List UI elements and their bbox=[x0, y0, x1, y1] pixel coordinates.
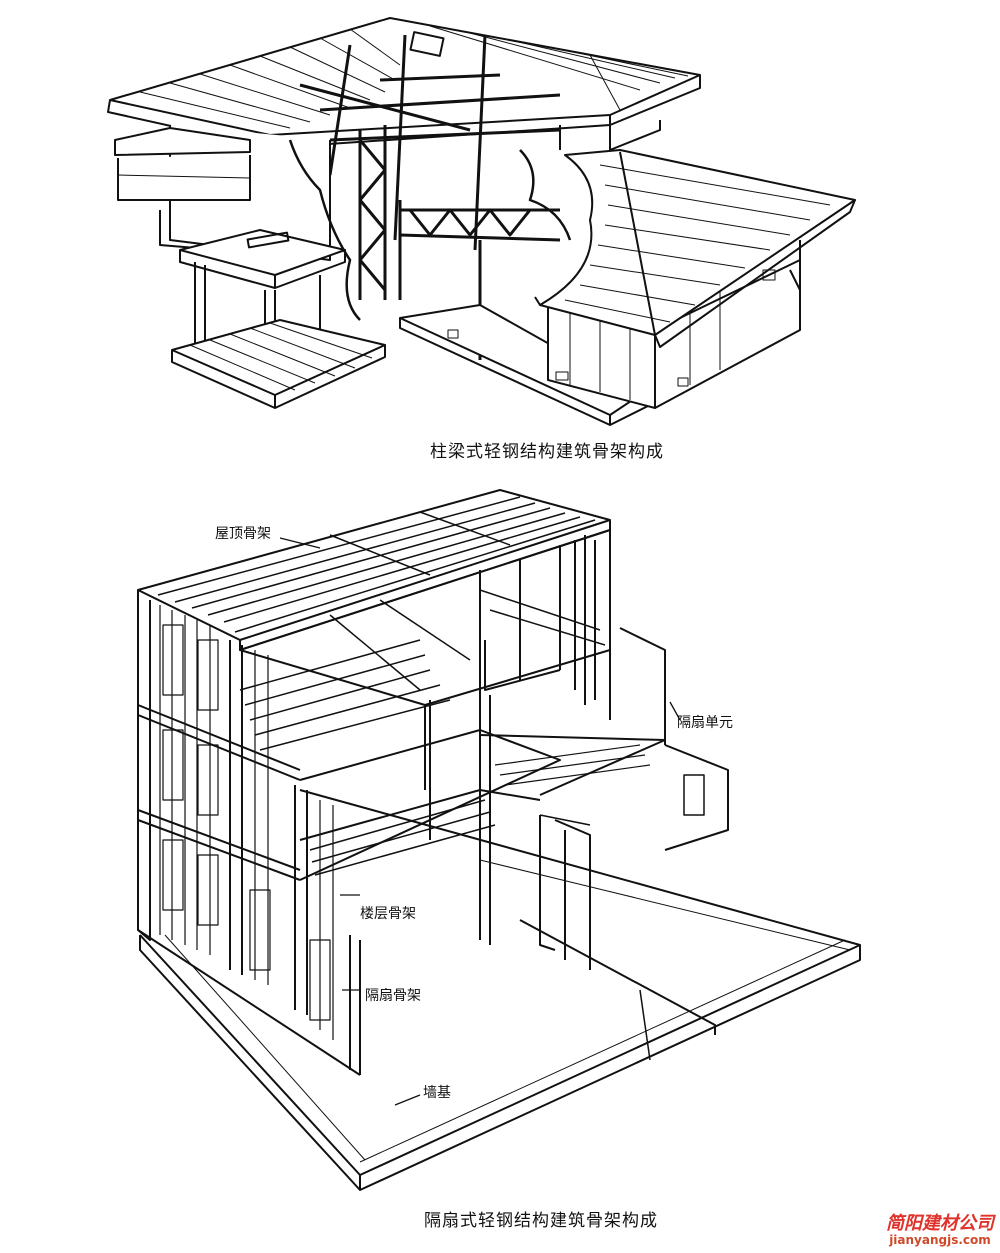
bottom-figure-caption: 隔扇式轻钢结构建筑骨架构成 bbox=[424, 1211, 658, 1231]
floor-joists bbox=[309, 799, 496, 876]
top-figure-caption: 柱梁式轻钢结构建筑骨架构成 bbox=[430, 442, 664, 462]
roof-frame-members bbox=[299, 34, 561, 251]
right-roof-hatching bbox=[564, 151, 831, 336]
roof-joists bbox=[157, 496, 596, 633]
wall-openings bbox=[162, 624, 331, 1021]
upper-floor-joists bbox=[239, 589, 606, 751]
right-wall-panels bbox=[569, 290, 721, 400]
left-wall-studs bbox=[137, 590, 361, 1076]
deck-boards bbox=[189, 322, 373, 391]
label-wall-base: 墙基 bbox=[423, 1085, 451, 1101]
label-roof-frame: 屋顶骨架 bbox=[215, 526, 271, 542]
steel-columns bbox=[358, 125, 561, 360]
callout-leaders bbox=[279, 537, 681, 1106]
site-watermark: 简阳建材公司 jianyangjs.com bbox=[886, 1214, 994, 1247]
post-beam-house-drawing bbox=[107, 17, 856, 426]
label-floor-frame: 楼层骨架 bbox=[360, 906, 416, 922]
label-partition-unit: 隔扇单元 bbox=[677, 715, 733, 731]
watermark-url: jianyangjs.com bbox=[889, 1232, 991, 1247]
partition-frame-drawing bbox=[137, 489, 861, 1191]
label-partition-frame: 隔扇骨架 bbox=[365, 988, 421, 1004]
watermark-name: 简阳建材公司 bbox=[886, 1213, 994, 1235]
roof-hatching bbox=[139, 25, 689, 129]
